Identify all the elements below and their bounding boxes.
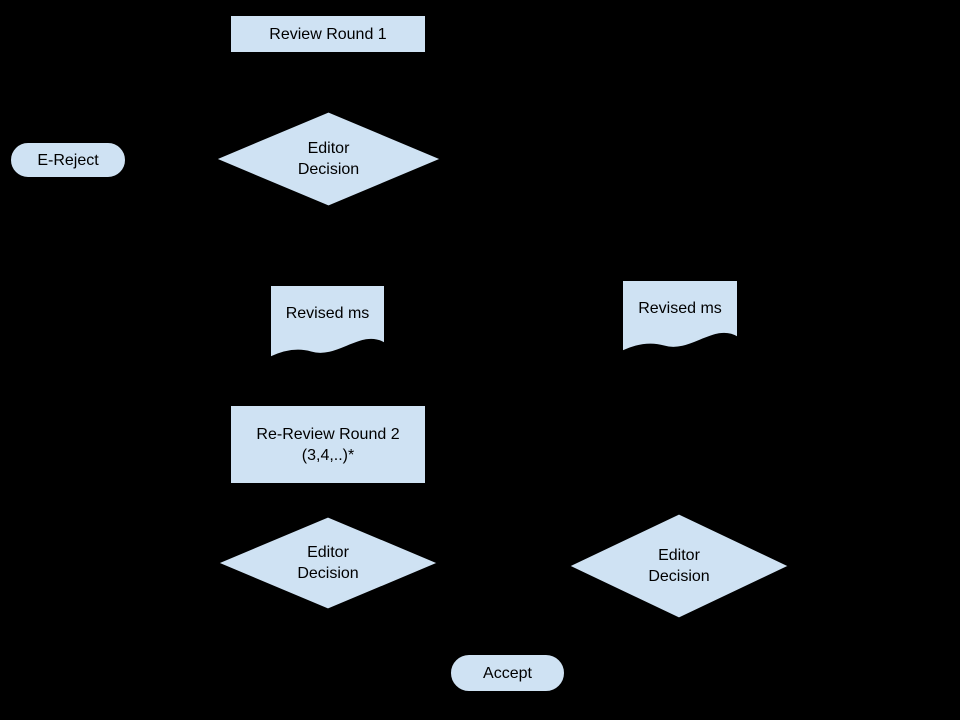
terminator-shape <box>450 654 565 692</box>
node-accept: Accept <box>450 654 565 692</box>
node-review-round-1: Review Round 1 <box>230 15 426 53</box>
decision-shape <box>215 111 442 207</box>
terminator-pill <box>450 654 565 692</box>
node-editor-decision-1: Editor Decision <box>215 111 442 207</box>
decision-diamond <box>217 516 439 610</box>
node-revised-ms-left: Revised ms <box>270 285 385 358</box>
decision-shape <box>568 513 790 619</box>
decision-shape <box>217 516 439 610</box>
process-shape <box>230 15 426 53</box>
process-rect <box>230 15 426 53</box>
node-editor-decision-3: Editor Decision <box>568 513 790 619</box>
document-shape <box>622 280 738 352</box>
terminator-pill <box>10 142 126 178</box>
terminator-shape <box>10 142 126 178</box>
node-editor-decision-2: Editor Decision <box>217 516 439 610</box>
document-path <box>270 285 385 358</box>
process-rect <box>230 405 426 484</box>
node-revised-ms-right: Revised ms <box>622 280 738 352</box>
decision-diamond <box>568 513 790 619</box>
process-shape <box>230 405 426 484</box>
decision-diamond <box>215 111 442 207</box>
document-shape <box>270 285 385 358</box>
document-path <box>622 280 738 352</box>
node-e-reject: E-Reject <box>10 142 126 178</box>
node-re-review-round-2: Re-Review Round 2 (3,4,..)* <box>230 405 426 484</box>
